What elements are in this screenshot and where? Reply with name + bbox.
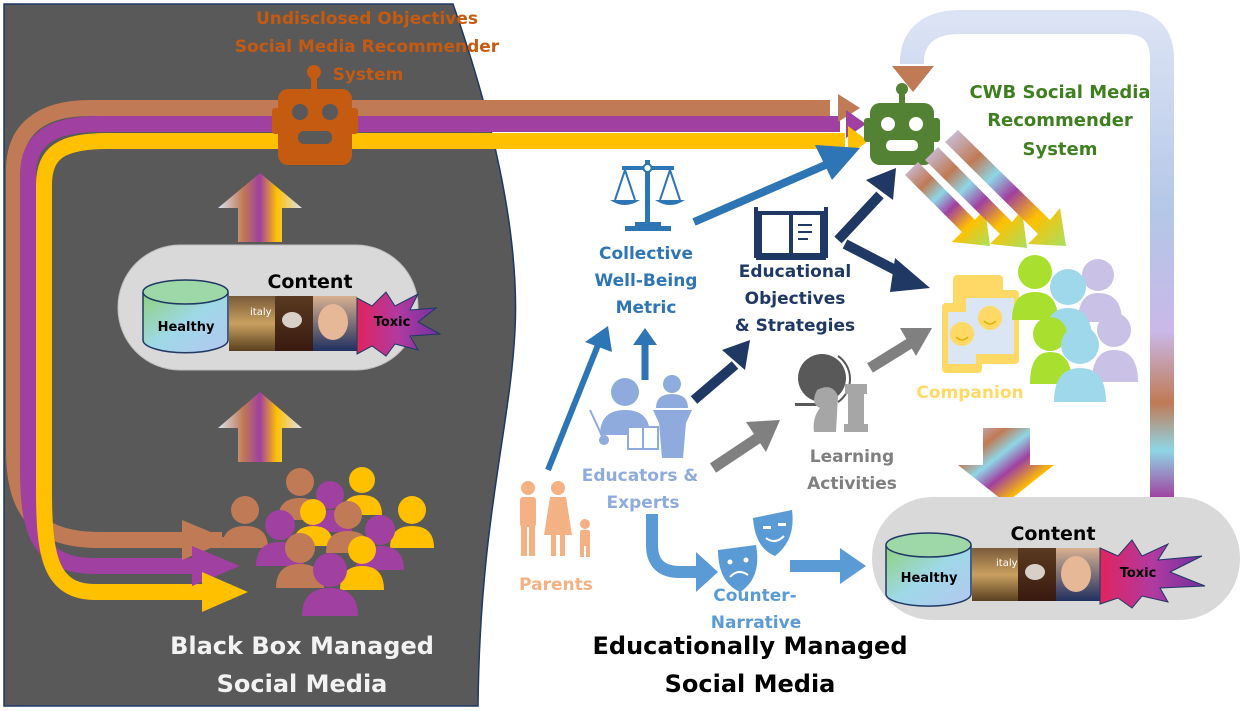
undisclosed-label-line3: System <box>333 65 404 85</box>
arrowhead-educators-to-counter <box>696 552 718 592</box>
arrowhead-edu-to-robot <box>866 168 896 200</box>
arrow-learning-to-companion <box>867 337 915 373</box>
companion-users-icon <box>1012 255 1138 402</box>
arrow-metric-to-robot <box>692 159 832 226</box>
arrowhead-educators-to-metric <box>633 328 657 345</box>
thumbnail-caption: italy <box>250 307 272 318</box>
arrow-educators-to-edu <box>690 361 739 404</box>
companion-label: Companion <box>916 383 1023 403</box>
healthy-database-icon <box>142 279 229 354</box>
learning-label-line2: Activities <box>807 474 897 494</box>
diag-arrow-2 <box>925 147 1027 248</box>
companion-phones-icon <box>942 275 1019 373</box>
arrowhead-learning-to-companion <box>900 328 932 356</box>
counter-narrative-line2: Narrative <box>711 613 802 633</box>
right-content-title: Content <box>1010 523 1095 545</box>
toxic-burst-icon <box>356 291 442 357</box>
right-healthy-database-icon <box>885 532 972 607</box>
cwb-robot-icon <box>864 83 940 165</box>
cwb-label-line3: System <box>1023 139 1098 160</box>
recommendation-arrows <box>905 130 1066 248</box>
diag-arrow-1 <box>905 162 990 246</box>
left-content-title: Content <box>267 271 352 293</box>
cwb-metric-line2: Well-Being <box>595 271 698 291</box>
right-thumbnail-caption: italy <box>996 558 1018 569</box>
feedback-loop-arrowhead <box>892 66 934 92</box>
cwb-metric-line1: Collective <box>599 244 693 264</box>
up-arrow-to-robot <box>218 173 302 242</box>
book-icon <box>754 207 828 260</box>
educators-label-line1: Educators & <box>582 466 699 486</box>
parents-icon <box>520 481 590 557</box>
diag-arrow-3 <box>945 130 1066 246</box>
arrow-edu-to-robot <box>834 191 884 244</box>
arrow-parents-to-metric <box>545 343 601 472</box>
right-thumbnail-italy <box>972 548 1018 601</box>
edu-objectives-line3: & Strategies <box>735 316 855 336</box>
feedback-loop-arrow <box>900 9 1174 498</box>
arrowhead-counter-to-content <box>840 548 866 584</box>
right-content-box: Content Healthy italy Toxic <box>872 497 1240 620</box>
up-arrow-to-content <box>218 392 302 462</box>
arrowhead-edu-to-companion <box>890 258 930 292</box>
edu-objectives-line1: Educational <box>739 262 851 282</box>
cwb-label-line2: Recommender <box>987 110 1133 131</box>
right-title-line2: Social Media <box>665 670 836 698</box>
learning-activities-icon <box>795 354 868 432</box>
arrowhead-educators-to-edu <box>722 340 750 370</box>
cwb-metric-line3: Metric <box>616 298 677 318</box>
down-arrow-to-content <box>958 428 1054 503</box>
undisclosed-label-line1: Undisclosed Objectives <box>256 9 478 29</box>
counter-narrative-line1: Counter- <box>713 586 796 606</box>
thumbnail-italy <box>229 296 275 351</box>
theater-masks-icon <box>718 510 793 592</box>
stream-brown <box>5 100 830 548</box>
scales-icon <box>610 160 685 231</box>
arrowhead-parents-to-metric <box>585 326 612 352</box>
undisclosed-robot-icon <box>272 65 358 165</box>
arrowhead-metric-to-robot <box>815 145 860 180</box>
left-toxic-label: Toxic <box>374 315 411 330</box>
stream-purple <box>20 116 840 574</box>
right-toxic-burst-icon <box>1099 539 1206 609</box>
arrow-educators-to-learning <box>709 433 762 473</box>
arrowhead-brown-right <box>838 94 860 122</box>
educators-label-line2: Experts <box>607 493 680 513</box>
stream-yellow <box>36 133 845 600</box>
right-toxic-label: Toxic <box>1120 566 1157 581</box>
black-box-users-icon <box>222 467 434 616</box>
content-streams <box>5 100 845 600</box>
arrow-educators-to-counter <box>646 514 698 578</box>
left-content-box: Content Healthy italy Toxic <box>117 244 442 371</box>
arrowhead-educators-to-learning <box>746 420 780 452</box>
cwb-label-line1: CWB Social Media <box>969 82 1150 103</box>
learning-label-line1: Learning <box>810 447 894 467</box>
left-title-line2: Social Media <box>217 670 388 698</box>
left-healthy-label: Healthy <box>158 320 215 335</box>
undisclosed-label-line2: Social Media Recommender <box>235 37 500 57</box>
arrowhead-yellow <box>202 572 248 612</box>
left-title-line1: Black Box Managed <box>170 632 434 660</box>
right-title-line1: Educationally Managed <box>593 632 908 660</box>
edu-objectives-line2: Objectives <box>745 289 846 309</box>
right-healthy-label: Healthy <box>901 571 958 586</box>
educators-icon <box>589 375 692 458</box>
parents-label: Parents <box>519 575 593 595</box>
